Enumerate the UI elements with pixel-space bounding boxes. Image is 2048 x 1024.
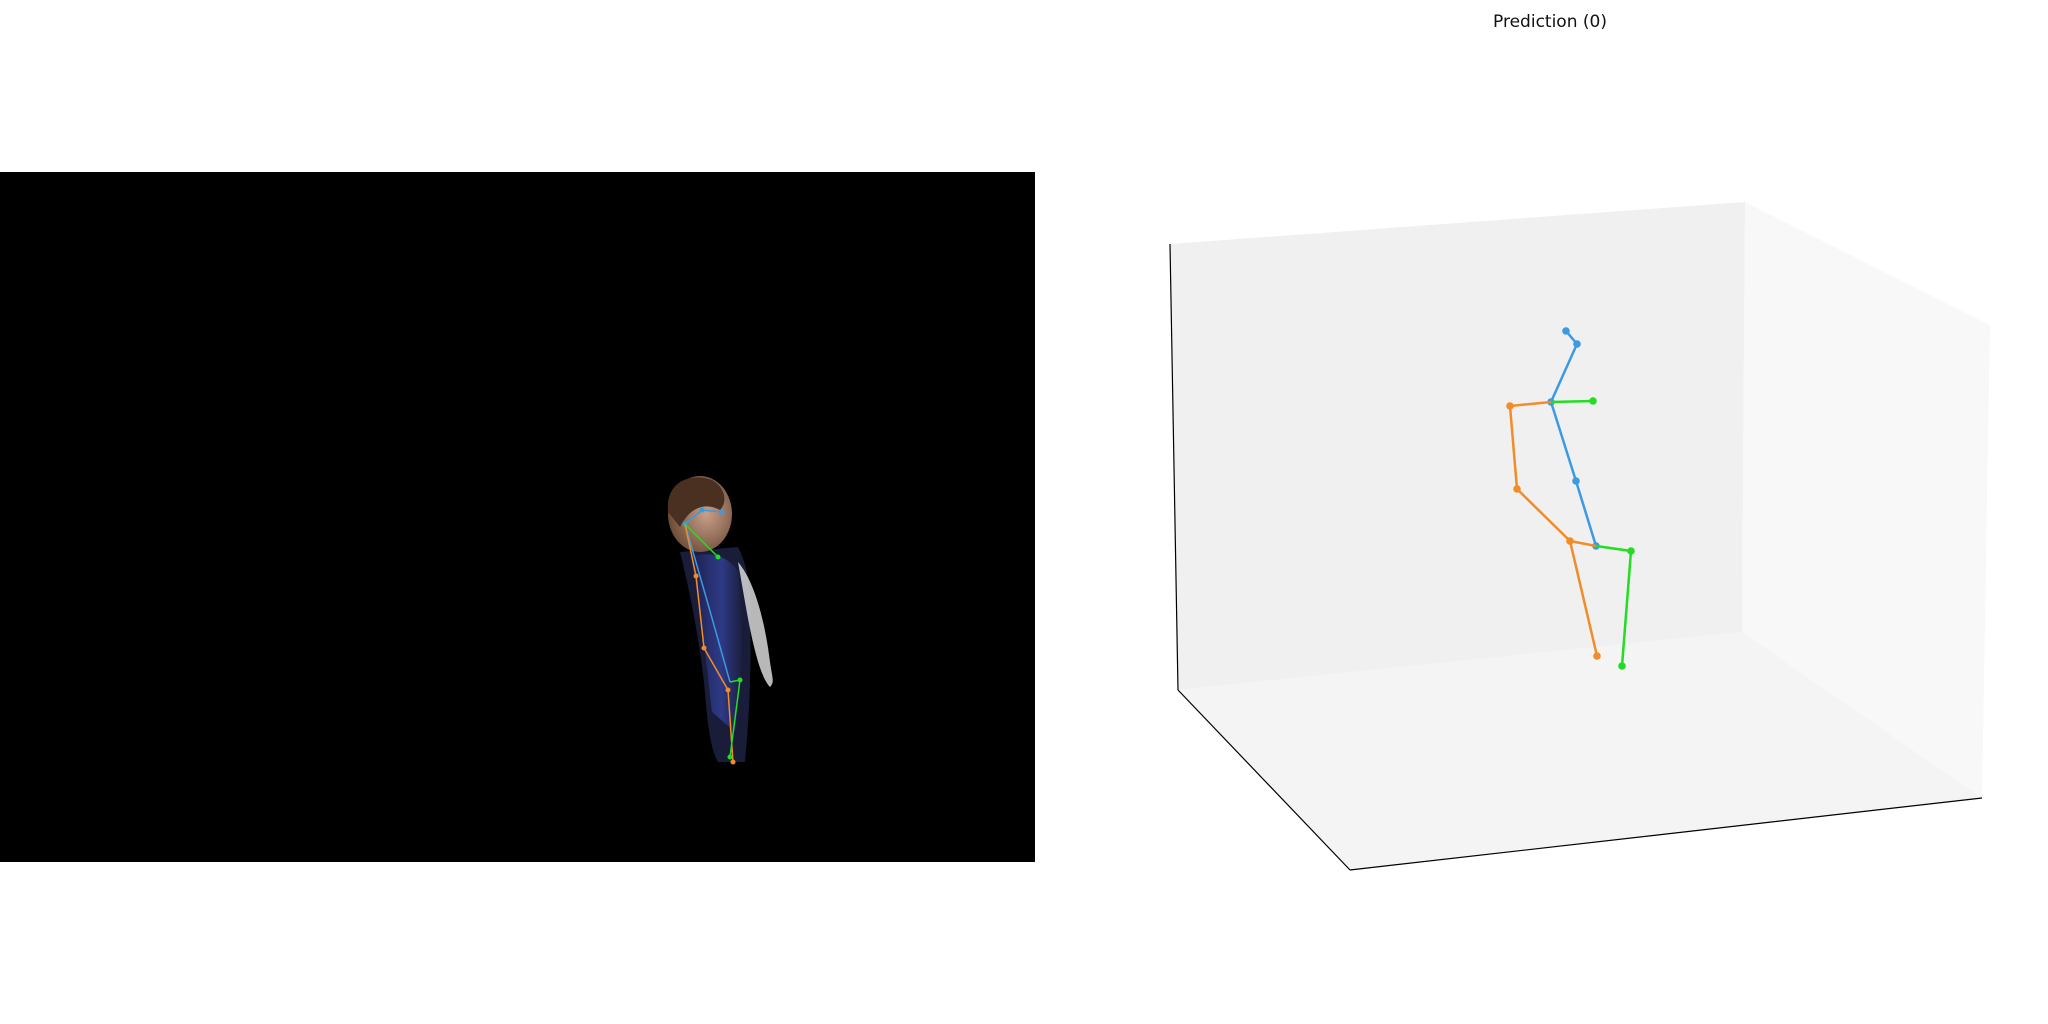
prediction-3d-plot — [1100, 170, 2040, 900]
side-pane — [1742, 202, 1990, 798]
axes-3d — [1169, 202, 1990, 871]
skeleton-2d-left — [684, 523, 736, 765]
back-pane — [1170, 202, 1745, 690]
axis-lines — [1169, 243, 1983, 871]
video-frame — [0, 172, 1035, 862]
skeleton-3d-left — [1506, 400, 1601, 660]
skeleton-2d-right — [684, 523, 743, 760]
skeleton-3d-right — [1550, 397, 1635, 670]
floor-pane — [1178, 632, 1982, 870]
plot-title: Prediction (0) — [1493, 12, 1607, 32]
frame-2d-overlay — [667, 476, 773, 765]
person-silhouette — [667, 476, 773, 762]
